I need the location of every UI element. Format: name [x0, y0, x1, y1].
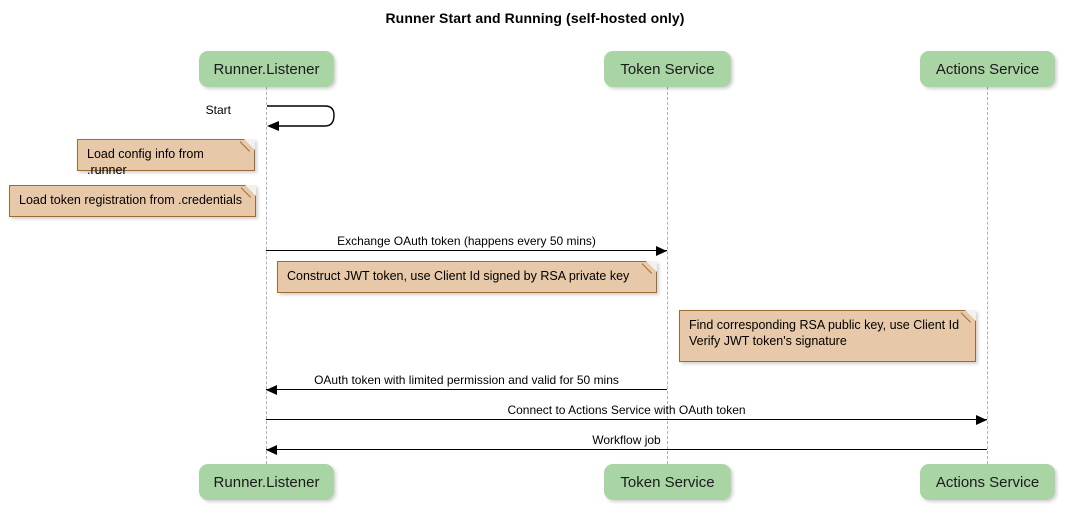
participant-label: Actions Service	[935, 60, 1040, 78]
message-line-workflow-job	[266, 449, 987, 450]
lifeline-runner	[266, 87, 267, 464]
message-line-exchange-oauth-token	[266, 250, 667, 251]
lifeline-actions	[987, 87, 988, 464]
footer-participant-token[interactable]: Token Service	[604, 464, 731, 500]
note-fold-edge	[240, 139, 255, 154]
message-label-exchange-oauth-token: Exchange OAuth token (happens every 50 m…	[337, 234, 596, 248]
note-load-token-registration: Load token registration from .credential…	[9, 185, 256, 217]
header-participant-actions[interactable]: Actions Service	[920, 51, 1055, 87]
note-construct-jwt: Construct JWT token, use Client Id signe…	[277, 261, 657, 293]
message-line-connect-actions-service	[266, 419, 987, 420]
message-label-workflow-job: Workflow job	[592, 433, 661, 447]
note-line: Verify JWT token's signature	[689, 334, 847, 348]
arrow-head-workflow-job	[266, 444, 277, 455]
self-message-start	[267, 105, 335, 131]
footer-participant-actions[interactable]: Actions Service	[920, 464, 1055, 500]
note-load-config: Load config info from .runner	[77, 139, 255, 177]
message-label-connect-actions-service: Connect to Actions Service with OAuth to…	[507, 403, 746, 417]
footer-participant-runner[interactable]: Runner.Listener	[199, 464, 334, 500]
note-fold-edge	[241, 185, 256, 200]
note-line: Construct JWT token, use Client Id signe…	[287, 269, 630, 283]
note-line: Load config info from .runner	[87, 147, 204, 177]
note-line: Find corresponding RSA public key, use C…	[689, 318, 960, 332]
participant-label: Actions Service	[935, 473, 1040, 491]
arrow-head-connect-actions-service	[976, 414, 987, 425]
message-label-start: Start	[205, 103, 231, 117]
note-fold-edge	[642, 261, 657, 276]
note-fold-edge	[961, 310, 976, 325]
header-participant-token[interactable]: Token Service	[604, 51, 731, 87]
diagram-title: Runner Start and Running (self-hosted on…	[385, 10, 685, 26]
participant-label: Token Service	[620, 60, 715, 78]
participant-label: Runner.Listener	[213, 60, 320, 78]
participant-label: Token Service	[620, 473, 715, 491]
message-line-oauth-token-return	[266, 389, 667, 390]
header-participant-runner[interactable]: Runner.Listener	[199, 51, 334, 87]
arrow-head-exchange-oauth-token	[656, 245, 667, 256]
participant-label: Runner.Listener	[213, 473, 320, 491]
message-label-oauth-token-return: OAuth token with limited permission and …	[314, 373, 619, 387]
note-line: Load token registration from .credential…	[19, 193, 243, 207]
note-verify-jwt: Find corresponding RSA public key, use C…	[679, 310, 976, 362]
lifeline-token	[667, 87, 668, 464]
arrow-head-oauth-token-return	[266, 384, 277, 395]
